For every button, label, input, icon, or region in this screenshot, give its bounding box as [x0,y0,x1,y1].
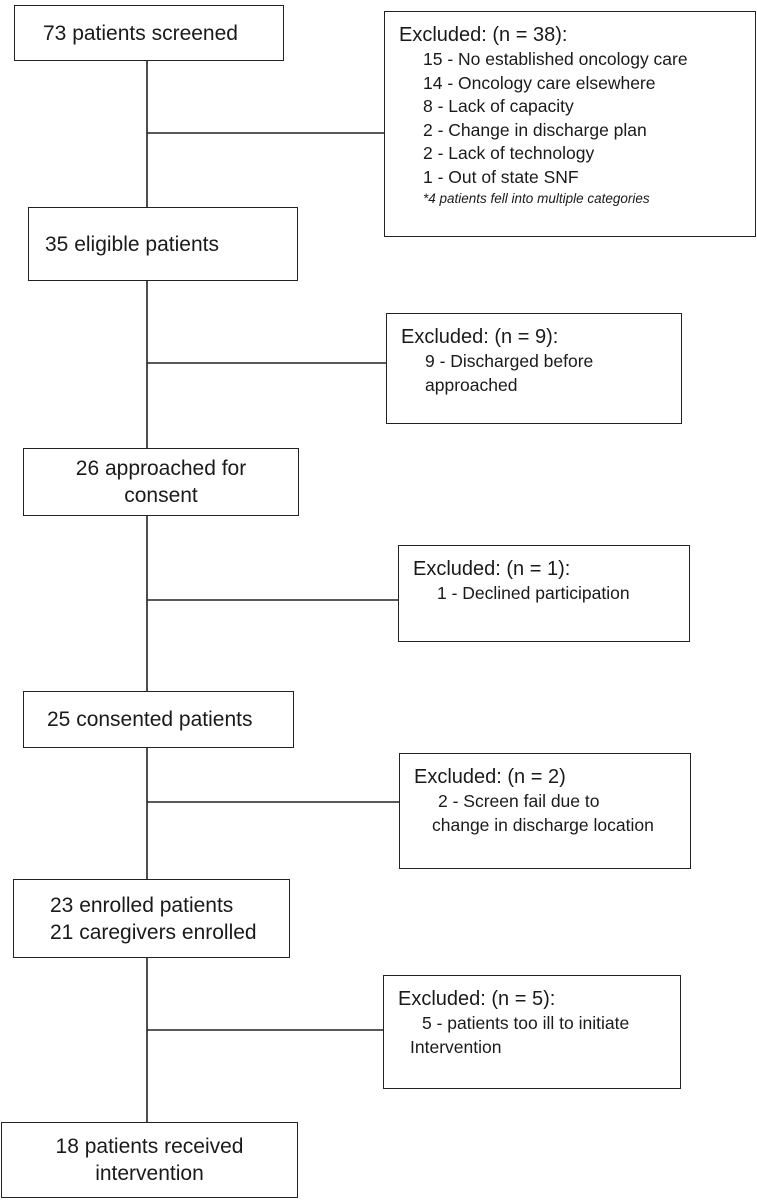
exclusion-4: Excluded: (n = 2) 2 - Screen fail due to… [399,753,691,869]
exclusion-3-header: Excluded: (n = 1): [413,558,571,580]
exclusion-2-item: approached [425,374,518,395]
exclusion-1-item: 2 - Change in discharge plan [423,119,647,140]
exclusion-1-item: 1 - Out of state SNF [423,166,579,187]
exclusion-1-header: Excluded: (n = 38): [399,24,568,46]
exclusion-2: Excluded: (n = 9): 9 - Discharged before… [386,313,682,424]
exclusion-4-header: Excluded: (n = 2) [414,766,566,788]
step-enrolled-line-1: 23 enrolled patients [50,893,234,917]
step-received-line-2: intervention [95,1162,204,1185]
exclusion-1-note: *4 patients fell into multiple categorie… [423,191,650,206]
exclusion-1-item: 2 - Lack of technology [423,143,595,163]
exclusion-5-header: Excluded: (n = 5): [398,988,556,1010]
step-consented: 25 consented patients [23,691,294,748]
step-eligible: 35 eligible patients [28,207,298,281]
exclusion-4-item: 2 - Screen fail due to [438,791,600,811]
exclusion-1-item: 8 - Lack of capacity [423,96,574,116]
step-screened: 73 patients screened [14,5,284,61]
exclusion-1: Excluded: (n = 38): 15 - No established … [384,11,756,237]
exclusion-1-item: 14 - Oncology care elsewhere [423,72,656,93]
step-enrolled: 23 enrolled patients 21 caregivers enrol… [13,879,290,958]
step-received-line-1: 18 patients received [55,1135,244,1158]
step-eligible-text: 35 eligible patients [45,232,219,256]
step-approached: 26 approached for consent [23,448,299,516]
step-screened-text: 73 patients screened [43,21,238,45]
step-approached-line-1: 26 approached for [75,457,247,480]
exclusion-3-item: 1 - Declined participation [437,583,630,603]
exclusion-5: Excluded: (n = 5): 5 - patients too ill … [383,975,681,1089]
exclusion-5-item: 5 - patients too ill to initiate [422,1013,630,1033]
step-approached-line-2: consent [124,484,198,507]
step-consented-text: 25 consented patients [47,708,253,731]
exclusion-3: Excluded: (n = 1): 1 - Declined particip… [398,545,690,642]
exclusion-2-item: 9 - Discharged before [425,351,594,371]
step-enrolled-line-2: 21 caregivers enrolled [50,920,257,944]
exclusion-4-item: change in discharge location [432,814,654,835]
exclusion-2-header: Excluded: (n = 9): [401,326,559,348]
exclusion-1-item: 15 - No established oncology care [423,49,688,69]
step-received: 18 patients received intervention [1,1122,298,1198]
exclusion-5-item: Intervention [410,1036,502,1057]
